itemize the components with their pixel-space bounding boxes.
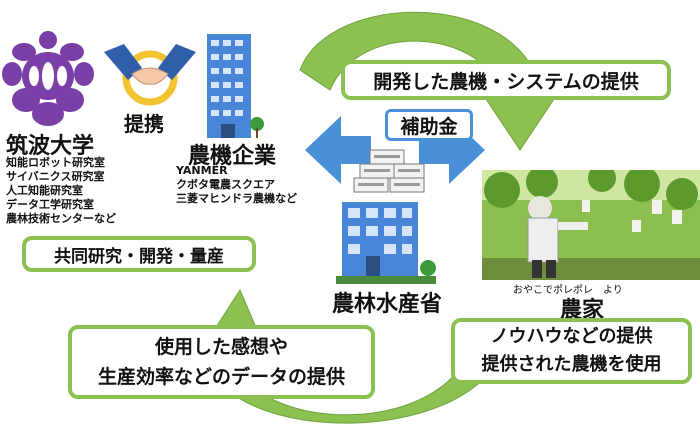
feedback-data-line: 使用した感想や — [154, 336, 288, 358]
lab-item: 人工知能研究室 — [6, 184, 83, 197]
university-name: 筑波大学 — [6, 134, 95, 159]
subsidy-double-arrow — [305, 116, 485, 184]
company-member: 三菱マヒンドラ農機など — [176, 192, 297, 205]
company-name: 農機企業 — [188, 144, 277, 169]
lab-item: サイバニクス研究室 — [6, 170, 105, 183]
company-member: YANMER — [176, 164, 228, 177]
farmer-contribution-line: ノウハウなどの提供 — [490, 326, 653, 347]
company-members: YANMER クボタ電農スクエア 三菱マヒンドラ農機など — [176, 164, 297, 206]
company-member: クボタ電農スクエア — [176, 178, 275, 191]
lab-item: 農林技術センターなど — [6, 212, 116, 225]
university-emblem-icon — [2, 31, 94, 126]
subsidy-box: 補助金 — [385, 109, 473, 141]
ministry-building-icon — [336, 202, 436, 284]
provide-system-label: 開発した農機・システムの提供 — [373, 70, 639, 93]
subsidy-label: 補助金 — [400, 115, 458, 138]
lab-item: 知能ロボット研究室 — [6, 156, 105, 169]
office-building-icon — [207, 34, 264, 138]
handshake-icon — [104, 44, 196, 106]
lab-item: データ工学研究室 — [6, 198, 94, 211]
farmer-contribution-box: ノウハウなどの提供 提供された農機を使用 — [451, 318, 692, 384]
farmer-photo — [482, 170, 700, 280]
money-stack-icon — [353, 149, 425, 193]
provide-system-box: 開発した農機・システムの提供 — [341, 60, 671, 100]
joint-research-box: 共同研究・開発・量産 — [22, 236, 256, 272]
farmer-photo-caption: おやこでポレポレ より — [513, 285, 623, 296]
joint-research-label: 共同研究・開発・量産 — [54, 246, 224, 267]
farmer-contribution-line: 提供された農機を使用 — [481, 354, 662, 375]
feedback-data-box: 使用した感想や 生産効率などのデータの提供 — [68, 325, 375, 399]
university-labs: 知能ロボット研究室 サイバニクス研究室 人工知能研究室 データ工学研究室 農林技… — [6, 156, 116, 226]
feedback-data-line: 生産効率などのデータの提供 — [97, 366, 345, 388]
ministry-label: 農林水産省 — [332, 292, 443, 317]
partnership-label: 提携 — [124, 112, 164, 136]
